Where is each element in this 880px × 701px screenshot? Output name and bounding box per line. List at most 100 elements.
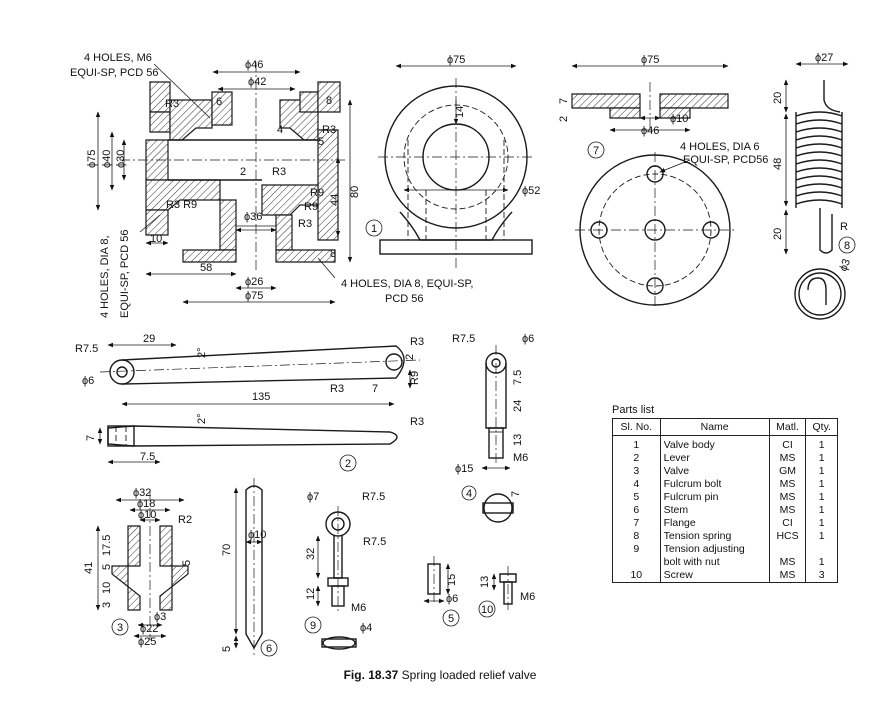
dim-phi27: ϕ27 [815, 52, 833, 64]
dim-8-base: 8 [330, 248, 336, 260]
cell-qty [805, 543, 838, 556]
valve-body-note-bottom-1: 4 HOLES, DIA 8, EQUI-SP, [341, 278, 473, 290]
dim-r3-a: R3 [165, 98, 179, 110]
dim-r75-bolt: R7.5 [452, 333, 475, 345]
dim-75-bolt: 7.5 [512, 370, 524, 385]
dim-angle-lever-top: 2° [196, 347, 208, 358]
cell-matl: MS [768, 569, 807, 583]
cell-qty: 1 [805, 435, 838, 452]
cell-sl-no: 4 [612, 478, 661, 491]
flange-note-2: EQUI-SP, PCD56 [683, 154, 768, 166]
dim-m6-adj: M6 [351, 602, 366, 614]
dim-phi4-adj: ϕ4 [360, 622, 372, 634]
part-number-8: 8 [844, 240, 850, 252]
dim-r3-b: R3 [322, 124, 336, 136]
part-number-5: 5 [448, 613, 454, 625]
dim-5a-valve: 5 [101, 564, 113, 570]
cell-name: Flange [659, 517, 770, 530]
part-number-circle-8 [838, 236, 856, 254]
dim-r3-r9: R3 R9 [166, 199, 197, 211]
parts-table-header-row: Sl. No. Name Matl. Qty. [612, 418, 838, 436]
dim-r9-lever: R9 [409, 371, 421, 385]
dim-2-lever: 2 [404, 354, 416, 360]
dim-135: 135 [252, 391, 270, 403]
cell-name: Lever [659, 452, 770, 465]
valve-body-note-side-1: 4 HOLES, DIA 8, [99, 235, 111, 318]
flange-plan-view [575, 152, 735, 308]
dim-58: 58 [200, 262, 212, 274]
dim-80: 80 [349, 186, 361, 198]
dim-r3-lever-b: R3 [330, 383, 344, 395]
cell-qty: 1 [805, 478, 838, 491]
dim-phi46-flange: ϕ46 [641, 125, 659, 137]
dim-phi26: ϕ26 [245, 276, 263, 288]
cell-sl-no: 9 [612, 543, 661, 556]
dim-r3-lever-a: R3 [410, 336, 424, 348]
dim-phi42-body: ϕ42 [248, 76, 266, 88]
dim-10-valve: 10 [101, 582, 113, 594]
cell-name: bolt with nut [659, 556, 770, 569]
fulcrum-bolt [461, 345, 514, 523]
dim-2-flange: 2 [558, 116, 570, 122]
cell-sl-no: 3 [612, 465, 661, 478]
cell-qty: 1 [805, 517, 838, 530]
cell-matl: CI [768, 435, 807, 452]
dim-20-spring-bottom: 20 [772, 228, 784, 240]
part-number-2: 2 [345, 458, 351, 470]
cell-qty: 1 [805, 452, 838, 465]
cell-matl: MS [768, 504, 807, 517]
dim-12-adj: 12 [305, 588, 317, 600]
dim-phi10-stem: ϕ10 [248, 529, 266, 541]
part-number-circle-9 [304, 616, 322, 634]
cell-sl-no: 2 [612, 452, 661, 465]
dim-r9-b: R9 [304, 201, 318, 213]
valve-part [95, 490, 189, 640]
part-number-circle-7 [587, 141, 605, 159]
flange-note-1: 4 HOLES, DIA 6 [680, 141, 759, 153]
cell-name: Valve [659, 465, 770, 478]
dim-5-body: 5 [318, 136, 324, 148]
dim-phi46-body: ϕ46 [245, 59, 263, 71]
cell-matl: MS [768, 556, 807, 569]
cell-matl: HCS [768, 530, 807, 543]
dim-32-adj: 32 [305, 548, 317, 560]
lever-top-view [99, 342, 421, 407]
cell-name: Screw [659, 569, 770, 583]
dim-10-body: 10 [150, 233, 162, 245]
dim-5-stem: 5 [221, 646, 233, 652]
cell-name: Fulcrum pin [659, 491, 770, 504]
part-number-9: 9 [310, 620, 316, 632]
part-number-3: 3 [117, 622, 123, 634]
figure-caption: Fig. 18.37 Spring loaded relief valve [0, 668, 880, 682]
parts-list-title: Parts list [612, 404, 655, 416]
dim-phi3-spring: ϕ3 [838, 257, 853, 273]
dim-r75b-adj: R7.5 [363, 536, 386, 548]
cell-sl-no: 1 [612, 435, 661, 452]
cell-matl [768, 543, 807, 556]
cell-sl-no: 10 [612, 569, 661, 583]
dim-phi52: ϕ52 [522, 185, 540, 197]
part-number-circle-5 [442, 609, 460, 627]
dim-phi75-side: ϕ75 [447, 54, 465, 66]
dim-r3-c: R3 [272, 166, 286, 178]
cell-sl-no: 8 [612, 530, 661, 543]
valve-body-note-top-1: 4 HOLES, M6 [84, 52, 152, 64]
part-number-circle-10 [478, 600, 496, 618]
cell-name: Tension adjusting [659, 543, 770, 556]
valve-body-note-bottom-2: PCD 56 [385, 293, 424, 305]
dim-phi75-bottom: ϕ75 [245, 290, 263, 302]
dim-m6-bolt: M6 [513, 452, 528, 464]
part-number-circle-2 [339, 454, 357, 472]
dim-13-screw: 13 [479, 576, 491, 588]
header-matl: Matl. [768, 418, 807, 436]
header-sl-no: Sl. No. [612, 418, 661, 436]
header-qty: Qty. [805, 418, 838, 436]
part-number-7: 7 [593, 145, 599, 157]
